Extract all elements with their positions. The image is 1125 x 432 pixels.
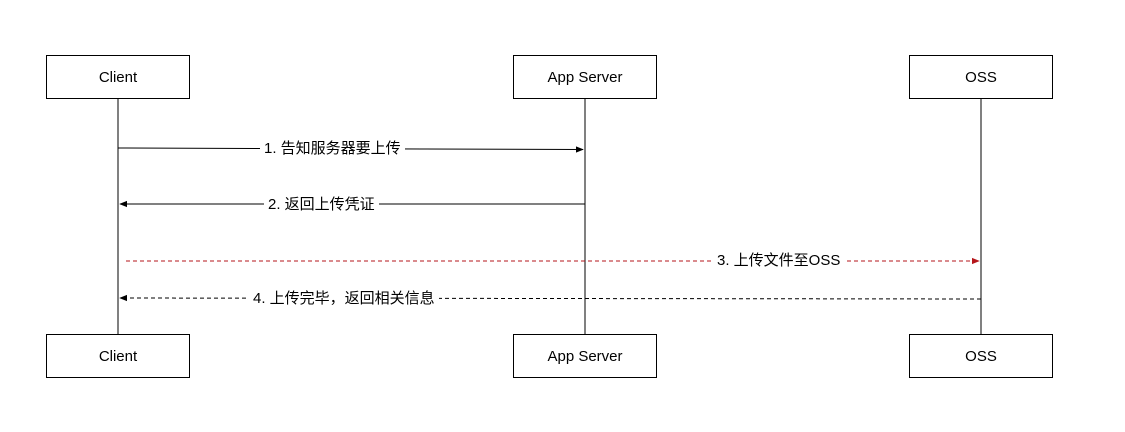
- participant-client-top: Client: [46, 55, 190, 99]
- participant-label: OSS: [965, 347, 997, 365]
- participant-label: OSS: [965, 68, 997, 86]
- message-4-label: 4. 上传完毕，返回相关信息: [249, 290, 439, 308]
- participant-label: Client: [98, 347, 138, 365]
- participant-app-server-bottom: App Server: [513, 334, 657, 378]
- participant-label: App Server: [547, 68, 623, 86]
- participant-client-bottom: Client: [46, 334, 190, 378]
- participant-oss-top: OSS: [909, 55, 1053, 99]
- message-1-label: 1. 告知服务器要上传: [260, 140, 405, 158]
- message-3-label: 3. 上传文件至OSS: [713, 252, 845, 270]
- participant-label: App Server: [547, 347, 623, 365]
- message-2-label: 2. 返回上传凭证: [264, 196, 379, 214]
- participant-app-server-top: App Server: [513, 55, 657, 99]
- participant-label: Client: [98, 68, 138, 86]
- participant-oss-bottom: OSS: [909, 334, 1053, 378]
